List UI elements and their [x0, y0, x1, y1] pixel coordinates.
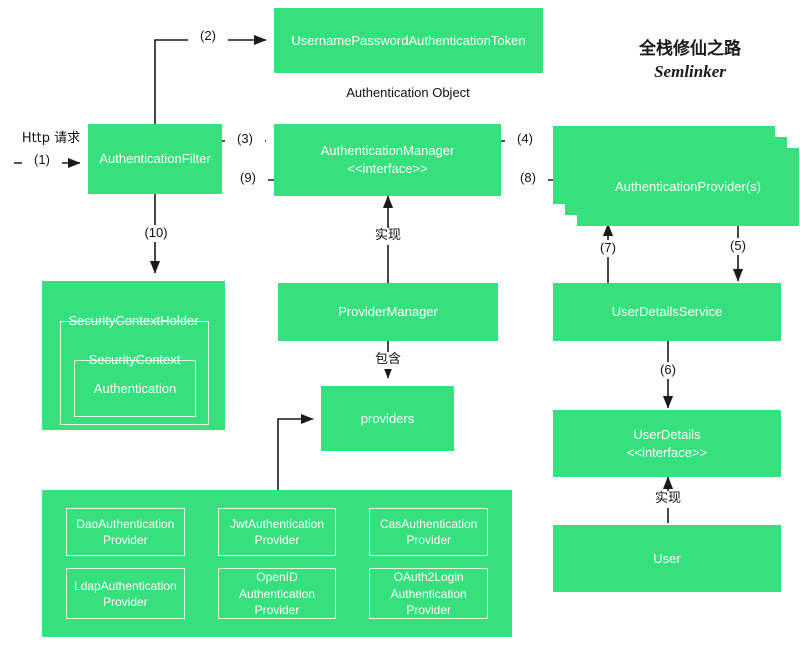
- provider-item[interactable]: JwtAuthentication Provider: [217, 508, 337, 557]
- node-authentication[interactable]: Authentication: [74, 360, 196, 417]
- label-step-7: (7): [588, 240, 628, 257]
- watermark-en: Semlinker: [654, 61, 726, 81]
- node-user[interactable]: User: [553, 525, 781, 592]
- node-username-password-authentication-token[interactable]: UsernamePasswordAuthenticationToken: [274, 8, 543, 73]
- node-provider-manager[interactable]: ProviderManager: [278, 283, 498, 341]
- label-authentication-object: Authentication Object: [346, 85, 470, 100]
- label-step-4: (4): [505, 131, 545, 148]
- authentication-title: Authentication: [93, 380, 177, 396]
- node-providers[interactable]: providers: [321, 386, 454, 451]
- provider-stack-front[interactable]: AuthenticationProvider(s): [577, 148, 799, 226]
- watermark-cn: 全栈修仙之路: [639, 39, 741, 59]
- label-step-8: (8): [508, 170, 548, 187]
- label-http-request: Http 请求: [21, 131, 81, 146]
- node-user-details[interactable]: UserDetails <<interface>>: [553, 410, 781, 477]
- label-step-1: (1): [22, 152, 62, 169]
- node-provider-implementations-container[interactable]: DaoAuthentication Provider JwtAuthentica…: [42, 490, 512, 637]
- node-user-details-service[interactable]: UserDetailsService: [553, 283, 781, 341]
- arrow-step-2: [154, 34, 267, 124]
- label-step-9: (9): [228, 170, 268, 187]
- label-step-5: (5): [718, 238, 758, 255]
- label-step-3: (3): [225, 131, 265, 148]
- label-step-6: (6): [648, 362, 688, 379]
- provider-item[interactable]: CasAuthentication Provider: [369, 508, 488, 557]
- provider-item[interactable]: OpenID Authentication Provider: [217, 568, 337, 619]
- label-contains: 包含: [366, 352, 410, 369]
- label-step-10: (10): [136, 225, 176, 242]
- watermark: 全栈修仙之路 Semlinker: [600, 38, 780, 84]
- label-implements-user: 实现: [646, 491, 690, 508]
- node-security-context[interactable]: SecurityContext Authentication: [60, 321, 209, 425]
- arrow-provider-list-to-providers: [277, 413, 314, 490]
- node-security-context-holder[interactable]: SecurityContextHolder SecurityContext Au…: [42, 281, 225, 430]
- node-authentication-manager[interactable]: AuthenticationManager <<interface>>: [274, 124, 501, 196]
- label-step-2: (2): [188, 28, 228, 45]
- security-context-title: SecurityContext: [88, 351, 181, 367]
- provider-item[interactable]: LdapAuthentication Provider: [66, 568, 185, 619]
- label-implements-manager: 实现: [366, 228, 410, 245]
- provider-item[interactable]: DaoAuthentication Provider: [66, 508, 185, 557]
- node-authentication-filter[interactable]: AuthenticationFilter: [88, 124, 222, 194]
- provider-item[interactable]: OAuth2Login Authentication Provider: [369, 568, 488, 619]
- provider-grid: DaoAuthentication Provider JwtAuthentica…: [66, 508, 488, 619]
- node-authentication-providers-stack[interactable]: AuthenticationProvider(s): [553, 126, 799, 226]
- security-context-holder-title: SecurityContextHolder: [68, 312, 199, 328]
